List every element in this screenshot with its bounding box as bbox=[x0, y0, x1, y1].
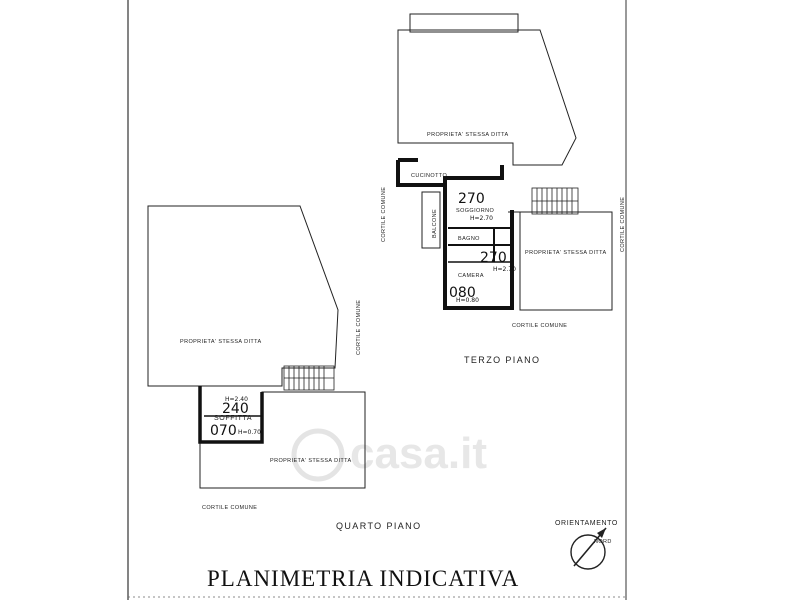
terzo-roof-block bbox=[409, 13, 519, 33]
quarto-owner-top-label: PROPRIETA' STESSA DITTA bbox=[180, 339, 262, 345]
compass-icon bbox=[570, 534, 606, 570]
terzo-camera-label: CAMERA bbox=[458, 273, 484, 279]
watermark: casa.it bbox=[291, 428, 487, 482]
north-label: NORD bbox=[594, 539, 612, 545]
terzo-camera-height: H=2.70 bbox=[493, 266, 516, 273]
quarto-soffitta-value: 240 bbox=[222, 401, 249, 417]
quarto-stairs bbox=[283, 365, 335, 391]
watermark-logo-icon bbox=[291, 428, 345, 482]
quarto-soffitta-label: SOFFITTA bbox=[214, 415, 252, 422]
terzo-owner-top-area bbox=[397, 29, 577, 166]
quarto-piano-plan: PROPRIETA' STESSA DITTA H=2.40 240 SOFFI… bbox=[147, 205, 421, 531]
terzo-balcone-label: BALCONE bbox=[432, 209, 438, 238]
terzo-cortile-bottom: CORTILE COMUNE bbox=[512, 323, 567, 329]
quarto-soffitta-height: H=2.40 bbox=[225, 396, 248, 403]
terzo-owner-right-area bbox=[508, 211, 613, 311]
terzo-cortile-right: CORTILE COMUNE bbox=[620, 197, 626, 252]
quarto-owner-top-area bbox=[147, 205, 339, 387]
terzo-soggiorno-value: 270 bbox=[458, 191, 485, 207]
terzo-soggiorno-height: H=2.70 bbox=[470, 215, 493, 222]
terzo-piano-plan: PROPRIETA' STESSA DITTA CUCINOTTO 270 SO… bbox=[381, 13, 626, 365]
terzo-floor-label: TERZO PIANO bbox=[464, 355, 540, 365]
watermark-text: casa.it bbox=[350, 429, 487, 478]
quarto-attic-walls bbox=[198, 386, 264, 444]
terzo-camera-value: 270 bbox=[480, 250, 507, 266]
sheet-title: PLANIMETRIA INDICATIVA bbox=[207, 566, 519, 591]
orientation-label: ORIENTAMENTO bbox=[555, 520, 618, 527]
terzo-owner-right-label: PROPRIETA' STESSA DITTA bbox=[525, 250, 607, 256]
quarto-cortile-bottom: CORTILE COMUNE bbox=[202, 505, 257, 511]
terzo-cantina-height: H=0.80 bbox=[456, 297, 479, 304]
quarto-owner-bottom-label: PROPRIETA' STESSA DITTA bbox=[270, 458, 352, 464]
terzo-cantina-value: 080 bbox=[449, 285, 476, 301]
terzo-apartment-walls bbox=[396, 158, 514, 310]
terzo-stairs bbox=[531, 187, 579, 215]
quarto-low-value: 070 bbox=[210, 423, 237, 439]
terzo-cortile-left: CORTILE COMUNE bbox=[381, 187, 387, 242]
quarto-floor-label: QUARTO PIANO bbox=[336, 521, 421, 531]
terzo-cucina-label: CUCINOTTO bbox=[411, 173, 448, 179]
terzo-bagno-label: BAGNO bbox=[458, 236, 480, 242]
quarto-cortile-right: CORTILE COMUNE bbox=[356, 300, 362, 355]
compass-arrow-icon bbox=[597, 528, 606, 538]
terzo-owner-top-label: PROPRIETA' STESSA DITTA bbox=[427, 132, 509, 138]
terzo-balcony bbox=[421, 191, 441, 249]
terzo-soggiorno-label: SOGGIORNO bbox=[456, 208, 494, 214]
orientation-compass: ORIENTAMENTO NORD bbox=[555, 520, 618, 570]
quarto-low-height: H=0.70 bbox=[238, 429, 261, 436]
